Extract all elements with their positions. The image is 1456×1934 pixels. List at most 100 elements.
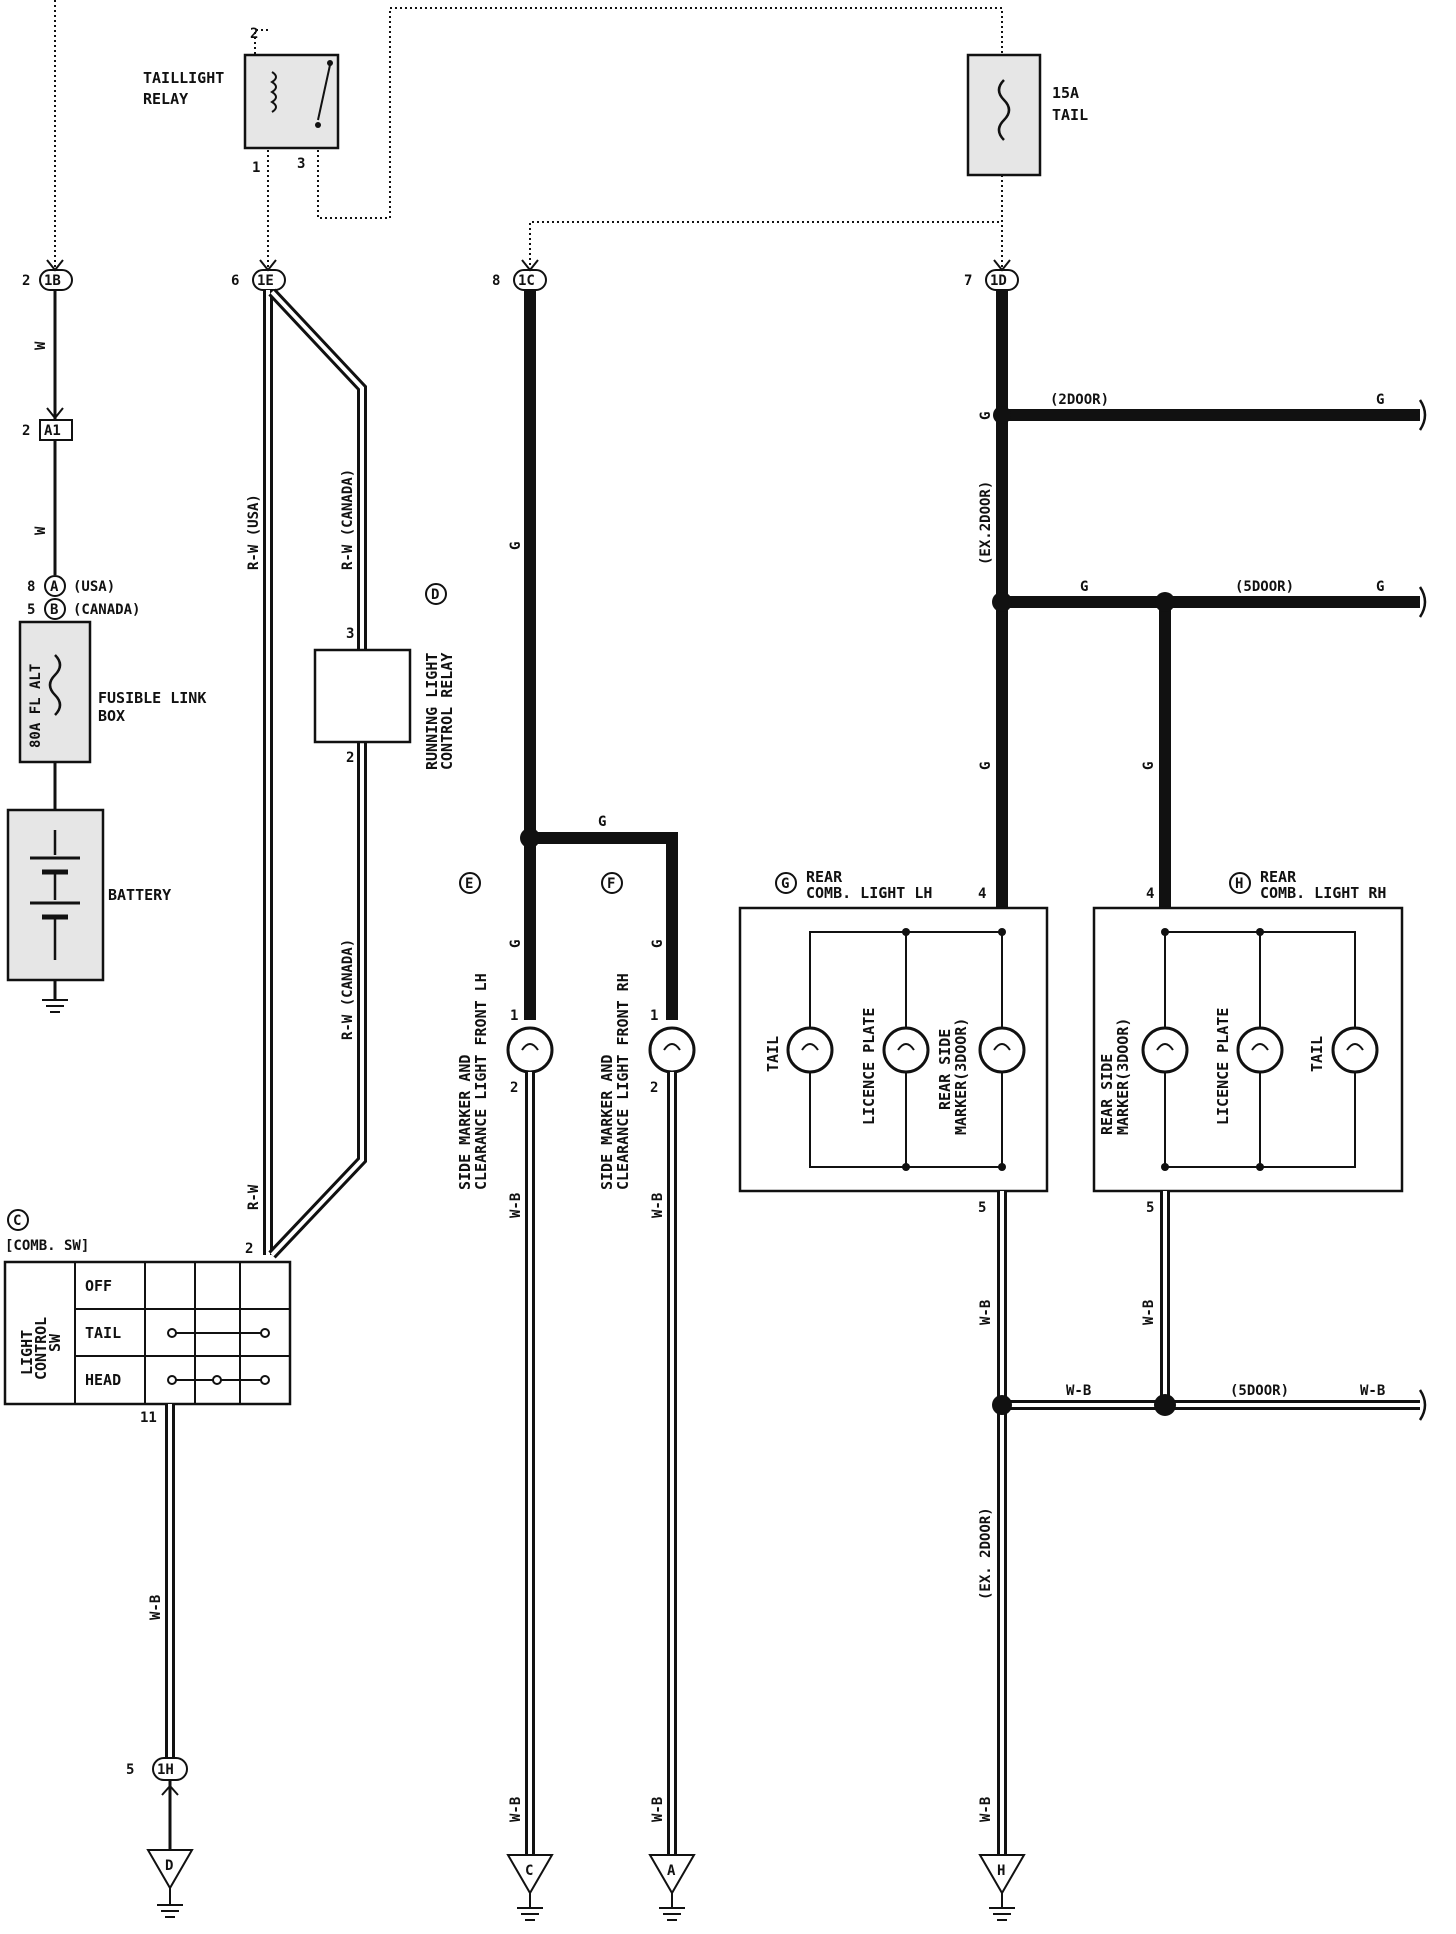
svg-text:R-W: R-W	[246, 1184, 262, 1210]
front-rh-bulb-icon	[648, 1026, 696, 1074]
wire-continue-icon	[1418, 399, 1427, 431]
dotted-routing	[54, 0, 1003, 270]
tail-bulb-icon	[786, 1026, 834, 1074]
taillight-relay-pin-1: 1	[252, 160, 260, 176]
svg-text:5: 5	[1146, 1200, 1154, 1216]
front-lh-letter-badge	[459, 872, 481, 894]
svg-text:MARKER(3DOOR): MARKER(3DOOR)	[1114, 1018, 1132, 1135]
svg-text:COMB. LIGHT LH: COMB. LIGHT LH	[806, 884, 932, 902]
svg-text:LIGHT: LIGHT	[18, 1330, 36, 1375]
svg-text:REAR: REAR	[806, 868, 843, 886]
comb-sw-grid	[74, 1262, 241, 1404]
svg-text:CLEARANCE LIGHT FRONT RH: CLEARANCE LIGHT FRONT RH	[614, 973, 632, 1190]
svg-text:H: H	[1235, 876, 1243, 892]
junction-dot	[993, 406, 1011, 424]
running-light-control-relay: 3 2 D RUNNING LIGHT CONTROL RELAY	[313, 583, 456, 770]
connector-1e: 1E 6	[231, 269, 286, 291]
svg-text:SW: SW	[46, 1333, 64, 1352]
svg-text:(EX. 2DOOR): (EX. 2DOOR)	[978, 1507, 994, 1600]
svg-text:G: G	[781, 876, 789, 892]
svg-text:D: D	[431, 587, 439, 603]
ground-icon	[659, 1893, 685, 1921]
svg-text:REAR SIDE: REAR SIDE	[936, 1029, 954, 1110]
svg-text:(USA): (USA)	[73, 579, 115, 595]
svg-text:A1: A1	[44, 423, 61, 439]
svg-text:G: G	[650, 940, 666, 948]
svg-text:(EX.2DOOR): (EX.2DOOR)	[978, 481, 994, 565]
svg-text:W-B: W-B	[508, 1193, 524, 1218]
connector-a	[44, 575, 66, 597]
svg-text:CONTROL: CONTROL	[32, 1317, 50, 1380]
svg-text:11: 11	[140, 1410, 157, 1426]
svg-text:1: 1	[510, 1008, 518, 1024]
svg-text:LICENCE PLATE: LICENCE PLATE	[860, 1008, 878, 1125]
svg-text:G: G	[508, 940, 524, 948]
relay-terminal-icon	[315, 122, 321, 128]
fuse-icon	[997, 79, 1011, 141]
arrow-icons	[46, 259, 1011, 272]
ground-h-icon	[978, 1854, 1026, 1895]
svg-text:5: 5	[27, 602, 35, 618]
svg-text:2: 2	[510, 1080, 518, 1096]
svg-text:BOX: BOX	[98, 707, 125, 725]
svg-text:H: H	[997, 1863, 1005, 1879]
svg-text:SIDE MARKER AND: SIDE MARKER AND	[456, 1055, 474, 1190]
rear-wb-bus: W-B W-B W-B (5DOOR) W-B (EX. 2DOOR) W-B …	[978, 1191, 1427, 1921]
taillight-relay-label-1: TAILLIGHT	[143, 69, 224, 87]
taillight-relay-label-2: RELAY	[143, 90, 188, 108]
svg-text:(5DOOR): (5DOOR)	[1235, 579, 1294, 595]
svg-text:W-B: W-B	[650, 1193, 666, 1218]
svg-text:W-B: W-B	[978, 1797, 994, 1822]
svg-text:REAR SIDE: REAR SIDE	[1098, 1054, 1116, 1135]
tail-fuse-box	[966, 53, 1042, 177]
svg-text:RUNNING LIGHT: RUNNING LIGHT	[423, 653, 441, 770]
svg-text:G: G	[1080, 579, 1088, 595]
svg-text:G: G	[598, 814, 606, 830]
front-lh-bulb-icon	[506, 1026, 554, 1074]
svg-text:2: 2	[245, 1241, 253, 1257]
relay-contact-icon	[317, 64, 331, 121]
svg-text:W-B: W-B	[978, 1300, 994, 1325]
battery-icon	[30, 830, 80, 960]
fusible-link-box	[18, 620, 92, 764]
licence-plate-bulb-icon	[1236, 1026, 1284, 1074]
svg-text:(5DOOR): (5DOOR)	[1230, 1383, 1289, 1399]
fuse-icon	[48, 654, 62, 716]
svg-text:7: 7	[964, 273, 972, 289]
svg-text:TAIL: TAIL	[1308, 1036, 1326, 1072]
svg-text:TAIL: TAIL	[764, 1036, 782, 1072]
taillight-relay-pin-2: 2	[250, 26, 258, 42]
svg-text:1D: 1D	[990, 273, 1007, 289]
arrow-down-icon	[46, 259, 64, 272]
svg-text:1B: 1B	[44, 273, 61, 289]
svg-text:5: 5	[978, 1200, 986, 1216]
svg-text:REAR: REAR	[1260, 868, 1297, 886]
junction-dot	[520, 828, 540, 848]
rear-rh-letter-badge	[1229, 872, 1251, 894]
ground-icon	[989, 1893, 1015, 1921]
svg-text:2: 2	[650, 1080, 658, 1096]
svg-text:G: G	[978, 762, 994, 770]
running-relay-box	[313, 648, 412, 744]
chevron-up-icon	[161, 1784, 179, 1796]
junction-dot	[1155, 592, 1175, 612]
svg-text:W-B: W-B	[1066, 1383, 1091, 1399]
comb-sw-row-head: HEAD	[85, 1371, 121, 1389]
svg-text:2: 2	[346, 750, 354, 766]
svg-text:W-B: W-B	[508, 1797, 524, 1822]
junction-dot	[992, 1395, 1012, 1415]
light-control-switch: C [COMB. SW] 2 LIGHT CONTROL SW OFF TAIL…	[3, 1209, 292, 1918]
junction-dot	[992, 592, 1012, 612]
rear-g-bus: G (2DOOR) G (EX.2DOOR) G (5DOOR) G G G	[978, 290, 1427, 908]
connector-1d: 1D 7	[964, 269, 1019, 291]
svg-text:80A FL ALT: 80A FL ALT	[28, 664, 44, 748]
svg-text:2: 2	[22, 273, 30, 289]
running-relay-letter-badge	[425, 583, 447, 605]
svg-text:2: 2	[22, 423, 30, 439]
svg-text:W-B: W-B	[1360, 1383, 1385, 1399]
svg-text:COMB. LIGHT RH: COMB. LIGHT RH	[1260, 884, 1386, 902]
svg-text:D: D	[165, 1858, 173, 1874]
arrow-down-icon	[521, 259, 539, 272]
licence-plate-bulb-icon	[882, 1026, 930, 1074]
